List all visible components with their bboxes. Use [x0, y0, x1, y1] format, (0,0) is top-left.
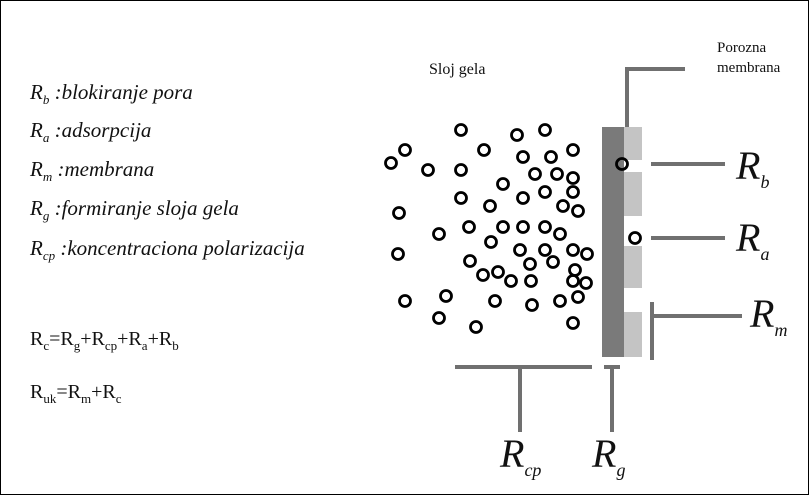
particle [538, 220, 552, 234]
membrane-segment [624, 312, 642, 357]
particle [477, 143, 491, 157]
particle [615, 157, 629, 171]
membrane-segment [624, 172, 642, 216]
particle [524, 274, 538, 288]
particle [454, 163, 468, 177]
particle [432, 311, 446, 325]
particle [496, 220, 510, 234]
particle [484, 235, 498, 249]
particle [546, 255, 560, 269]
equation-ruk: Ruk=Rm+Rc [30, 381, 122, 406]
particle [384, 156, 398, 170]
particle [538, 243, 552, 257]
particle [439, 289, 453, 303]
particle [462, 220, 476, 234]
particle [483, 199, 497, 213]
porous-membrane-leader [625, 67, 685, 127]
particle [553, 227, 567, 241]
particle [525, 298, 539, 312]
rb-label: Rb [736, 143, 770, 192]
particle [398, 143, 412, 157]
particle [566, 316, 580, 330]
porous-membrane-label: Porozna membrana [717, 40, 781, 76]
particle [566, 274, 580, 288]
particle [516, 150, 530, 164]
particle [504, 274, 518, 288]
particle [516, 220, 530, 234]
rm-label: Rm [750, 291, 788, 340]
particle [454, 123, 468, 137]
ra-label: Ra [736, 215, 770, 264]
particle [566, 185, 580, 199]
particle [516, 191, 530, 205]
legend-rcp: Rcp :koncentraciona polarizacija [30, 236, 305, 264]
particle [491, 265, 505, 279]
particle [488, 294, 502, 308]
particle [510, 128, 524, 142]
particle [392, 206, 406, 220]
particle [528, 167, 542, 181]
particle [544, 150, 558, 164]
equation-rc: Rc=Rg+Rcp+Ra+Rb [30, 328, 179, 353]
particle [556, 199, 570, 213]
legend-rm: Rm :membrana [30, 157, 155, 185]
particle [432, 227, 446, 241]
rg-label: Rg [592, 431, 626, 480]
membrane-segment [624, 127, 642, 160]
particle [454, 191, 468, 205]
particle [513, 243, 527, 257]
legend-rg: Rg :formiranje sloja gela [30, 196, 239, 224]
particle [579, 276, 593, 290]
particle [568, 263, 582, 277]
particle [571, 290, 585, 304]
legend-rb: Rb :blokiranje pora [30, 80, 193, 108]
particle-cloud [384, 123, 642, 334]
particle [476, 268, 490, 282]
gel-layer-label: Sloj gela [429, 61, 486, 78]
particle [391, 247, 405, 261]
particle [553, 294, 567, 308]
particle [496, 177, 510, 191]
particle [398, 294, 412, 308]
particle [580, 247, 594, 261]
particle [469, 320, 483, 334]
particle [571, 204, 585, 218]
particle [538, 123, 552, 137]
rcp-label: Rcp [500, 431, 542, 480]
particle [421, 163, 435, 177]
particle [523, 257, 537, 271]
legend-ra: Ra :adsorpcija [30, 118, 152, 146]
membrane-segment [624, 246, 642, 288]
particle [566, 171, 580, 185]
particle [538, 185, 552, 199]
particle [566, 243, 580, 257]
particle [463, 254, 477, 268]
membrane-dark-layer [602, 127, 624, 357]
particle [628, 231, 642, 245]
particle [550, 167, 564, 181]
particle [566, 143, 580, 157]
